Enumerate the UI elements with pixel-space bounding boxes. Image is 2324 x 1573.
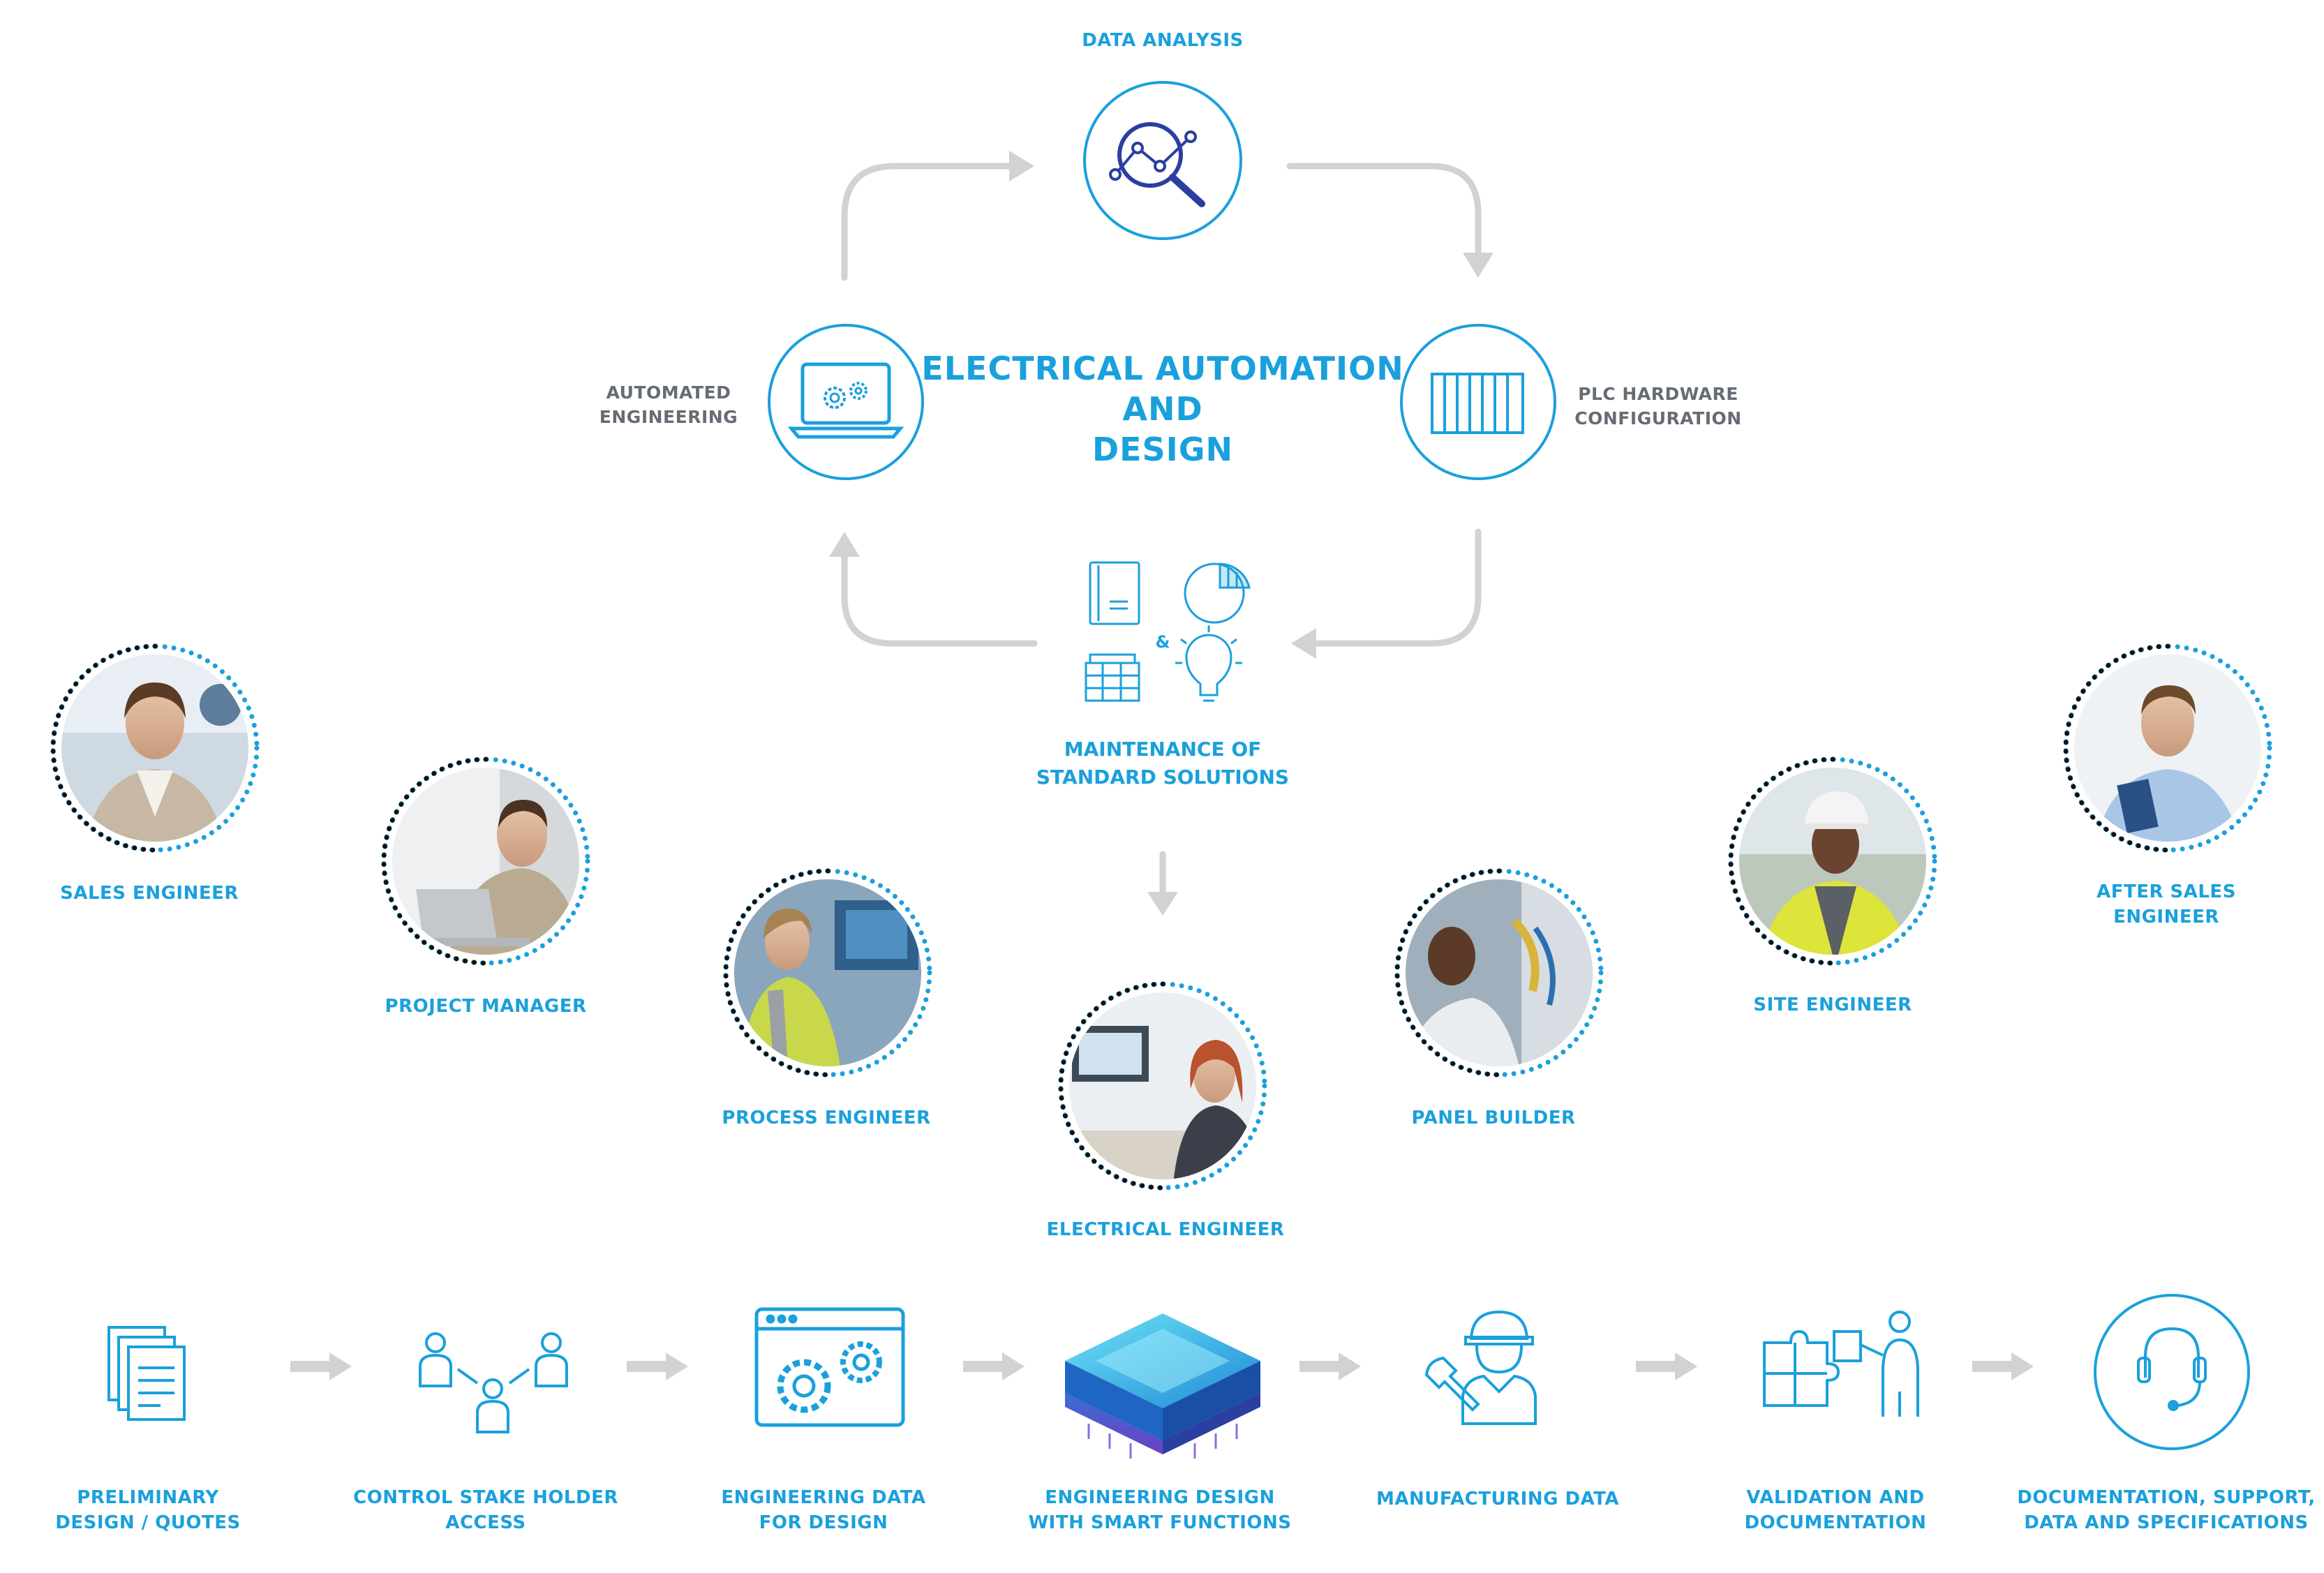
label-line: PROCESS ENGINEER (722, 1108, 931, 1128)
browser-gears-icon (754, 1307, 905, 1427)
label-line: AFTER SALES (2096, 881, 2236, 902)
step-label-control-stakeholder: CONTROL STAKE HOLDER ACCESS (353, 1485, 618, 1535)
lightbulb-icon (1175, 625, 1242, 702)
headset-icon (2094, 1294, 2250, 1450)
step-label-engineering-design: ENGINEERING DESIGN WITH SMART FUNCTIONS (1029, 1485, 1292, 1535)
label-line: DOCUMENTATION, SUPPORT, (2017, 1487, 2316, 1508)
center-title: ELECTRICAL AUTOMATION AND DESIGN (921, 348, 1403, 470)
sales-engineer-avatar (50, 643, 260, 853)
arrow-bottom-right (1309, 528, 1482, 647)
label-line: PROJECT MANAGER (385, 996, 587, 1017)
label-line: CONFIGURATION (1574, 408, 1742, 428)
laptop-gears-icon (768, 324, 924, 480)
site-engineer-avatar (1728, 756, 1937, 966)
label-line: STANDARD SOLUTIONS (1036, 766, 1290, 789)
step-label-manufacturing-data: MANUFACTURING DATA (1376, 1486, 1619, 1512)
role-label-process-engineer: PROCESS ENGINEER (722, 1105, 930, 1131)
puzzle-person-icon (1763, 1311, 1919, 1417)
maintenance-label: MAINTENANCE OF STANDARD SOLUTIONS (1036, 736, 1289, 791)
label-line: ELECTRICAL ENGINEER (1046, 1219, 1285, 1240)
after-sales-engineer-avatar (2063, 643, 2272, 853)
people-network-icon (419, 1332, 568, 1433)
role-label-electrical-engineer: ELECTRICAL ENGINEER (1047, 1217, 1285, 1242)
step-label-engineering-data: ENGINEERING DATA FOR DESIGN (721, 1485, 925, 1535)
ai-chip-icon (1065, 1313, 1260, 1459)
panel-builder-avatar (1394, 868, 1604, 1078)
buildings-icon (1085, 653, 1140, 702)
maintenance-icons (1085, 561, 1251, 702)
role-label-sales-engineer: SALES ENGINEER (60, 881, 239, 906)
center-title-line: ELECTRICAL AUTOMATION (921, 350, 1404, 387)
electrical-engineer-avatar (1058, 981, 1267, 1191)
label-line: CONTROL STAKE HOLDER (353, 1487, 618, 1508)
label-line: DATA AND SPECIFICATIONS (2024, 1512, 2309, 1533)
step-label-preliminary-design: PRELIMINARY DESIGN / QUOTES (55, 1485, 240, 1535)
label-line: MANUFACTURING DATA (1376, 1489, 1620, 1509)
plc-rack-icon (1400, 324, 1556, 480)
pie-chart-icon (1184, 562, 1251, 624)
label-line: PANEL BUILDER (1411, 1108, 1576, 1128)
step-label-documentation-support: DOCUMENTATION, SUPPORT, DATA AND SPECIFI… (2017, 1485, 2316, 1535)
data-analysis-icon (1083, 81, 1242, 240)
role-label-project-manager: PROJECT MANAGER (385, 994, 587, 1019)
project-manager-avatar (381, 756, 590, 966)
cycle-arrows (841, 163, 1482, 904)
role-label-after-sales-engineer: AFTER SALES ENGINEER (2096, 879, 2236, 930)
center-title-line: AND (1122, 390, 1203, 428)
arrow-bottom-left (841, 548, 1038, 647)
label-line: AUTOMATED (606, 382, 731, 403)
role-label-panel-builder: PANEL BUILDER (1412, 1105, 1576, 1131)
worker-icon (1424, 1310, 1537, 1425)
label-line: VALIDATION AND (1746, 1487, 1925, 1508)
cycle-arrowheads (829, 151, 1494, 916)
label-line: DESIGN / QUOTES (55, 1512, 241, 1533)
arrow-top-right (1286, 163, 1482, 262)
label-line: SITE ENGINEER (1753, 994, 1912, 1015)
role-label-site-engineer: SITE ENGINEER (1753, 992, 1912, 1017)
label-line: PRELIMINARY (77, 1487, 219, 1508)
label-line: DOCUMENTATION (1744, 1512, 1927, 1533)
data-analysis-label: DATA ANALYSIS (1082, 30, 1244, 51)
label-line: ENGINEERING (599, 407, 738, 427)
step-label-validation: VALIDATION AND DOCUMENTATION (1745, 1485, 1927, 1535)
ampersand: & (1155, 632, 1170, 652)
label-line: SALES ENGINEER (60, 883, 239, 904)
label-line: WITH SMART FUNCTIONS (1028, 1512, 1292, 1533)
label-line: ENGINEERING DATA (721, 1487, 926, 1508)
automated-engineering-label: AUTOMATED ENGINEERING (599, 380, 738, 429)
label-line: FOR DESIGN (759, 1512, 888, 1533)
process-flow-arrows (290, 1352, 2034, 1380)
center-title-line: DESIGN (1092, 431, 1234, 468)
label-line: ENGINEER (2113, 907, 2219, 927)
arrow-top-left (841, 163, 1015, 281)
label-line: PLC HARDWARE (1578, 384, 1738, 404)
documents-icon (107, 1326, 186, 1421)
label-line: ACCESS (445, 1512, 526, 1533)
plc-hardware-label: PLC HARDWARE CONFIGURATION (1574, 382, 1741, 431)
document-icon (1089, 561, 1140, 625)
process-engineer-avatar (723, 868, 932, 1078)
label-line: ENGINEERING DESIGN (1045, 1487, 1275, 1508)
label-line: MAINTENANCE OF (1064, 738, 1262, 761)
